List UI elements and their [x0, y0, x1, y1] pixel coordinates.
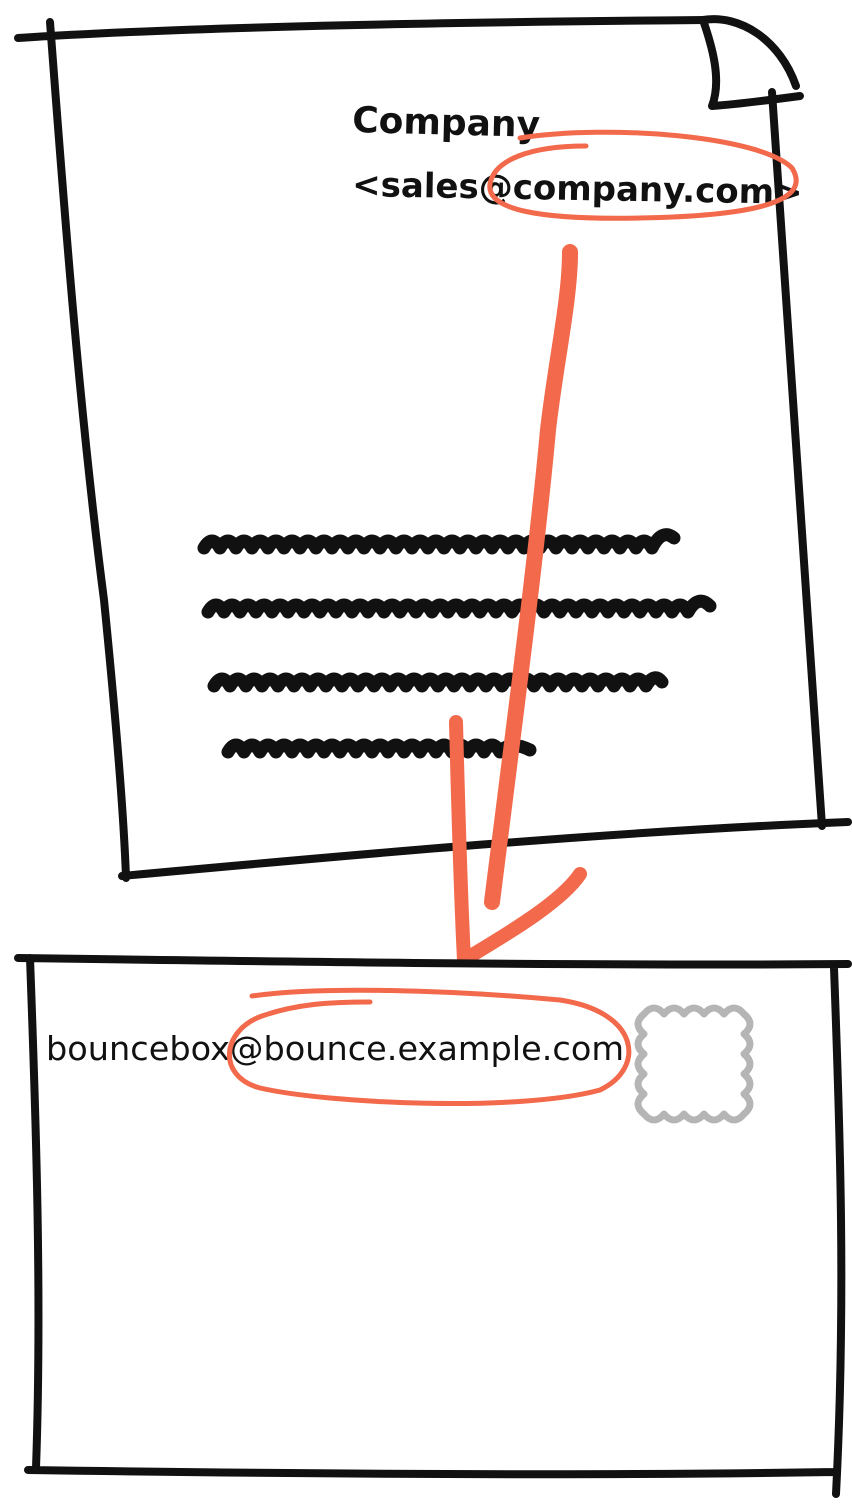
envelope-return-path: bouncebox@bounce.example.com [46, 1029, 624, 1068]
letter-folded-corner [699, 15, 804, 110]
letter-sender-email: <sales@company.com> [352, 165, 803, 213]
letter-sheet: Company <sales@company.com> [14, 15, 852, 882]
stamp-icon [634, 1004, 754, 1124]
bounce-domain-highlight [227, 987, 632, 1106]
letter-outline [14, 16, 852, 882]
body-scribble-icon [197, 528, 717, 759]
envelope: bouncebox@bounce.example.com [14, 954, 852, 1498]
sender-domain-highlight [487, 129, 799, 221]
letter-sender-name: Company [352, 100, 541, 146]
envelope-outline [14, 954, 852, 1498]
down-arrow-icon [449, 244, 587, 967]
